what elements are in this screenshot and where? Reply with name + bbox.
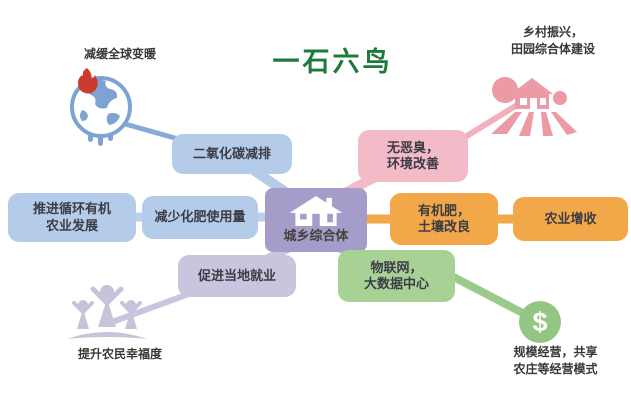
dollar-glyph: $	[532, 306, 548, 337]
soil-box-line2: 土壤改良	[417, 219, 470, 234]
environment-outcome-line2: 田园综合体建设	[510, 42, 595, 57]
fertilizer-box-label: 减少化肥使用量	[154, 209, 246, 225]
dollar-coin-icon: $	[519, 301, 561, 343]
employment-outcome-label: 提升农民幸福度	[77, 347, 162, 361]
globe-warming-icon	[70, 68, 132, 146]
soil-box-line1: 有机肥，	[417, 202, 470, 218]
fertilizer-box: 减少化肥使用量	[142, 196, 258, 239]
employment-box: 促进当地就业	[178, 255, 296, 297]
fertilizer-outcome-line2: 农业发展	[45, 217, 98, 233]
soil-outcome-box: 农业增收	[513, 197, 628, 241]
center-node-label: 城乡综合体	[283, 227, 349, 243]
soil-box: 有机肥， 土壤改良	[390, 193, 498, 245]
environment-outcome-line1: 乡村振兴，	[522, 25, 583, 39]
house-icon	[289, 195, 343, 226]
bigdata-box-line2: 大数据中心	[363, 276, 429, 291]
carbon-outcome-label: 减缓全球变暖	[83, 47, 156, 61]
farm-fields-icon	[491, 77, 577, 136]
flame-icon	[78, 68, 98, 94]
employment-box-label: 促进当地就业	[197, 267, 276, 283]
bigdata-box-line1: 物联网，	[370, 259, 423, 275]
carbon-box: 二氧化碳减排	[172, 134, 292, 174]
environment-outcome-label: 乡村振兴， 田园综合体建设	[478, 24, 628, 59]
bigdata-outcome-line1: 规模经营，共享	[513, 345, 598, 359]
fertilizer-outcome-box: 推进循环有机 农业发展	[8, 193, 136, 242]
center-node: 城乡综合体	[265, 188, 367, 252]
environment-box-line1: 无恶臭，	[386, 139, 439, 155]
bigdata-outcome-line2: 农庄等经营模式	[513, 362, 598, 377]
environment-box-line2: 环境改善	[386, 156, 439, 171]
cheering-family-icon	[67, 285, 147, 339]
carbon-box-label: 二氧化碳减排	[192, 145, 271, 161]
bigdata-outcome-label: 规模经营，共享 农庄等经营模式	[478, 344, 631, 379]
soil-outcome-label: 农业增收	[544, 210, 597, 226]
diagram-title: 一石六鸟	[272, 47, 393, 77]
bigdata-box: 物联网， 大数据中心	[338, 250, 455, 302]
fertilizer-outcome-line1: 推进循环有机	[32, 201, 111, 217]
environment-box: 无恶臭， 环境改善	[358, 130, 468, 182]
